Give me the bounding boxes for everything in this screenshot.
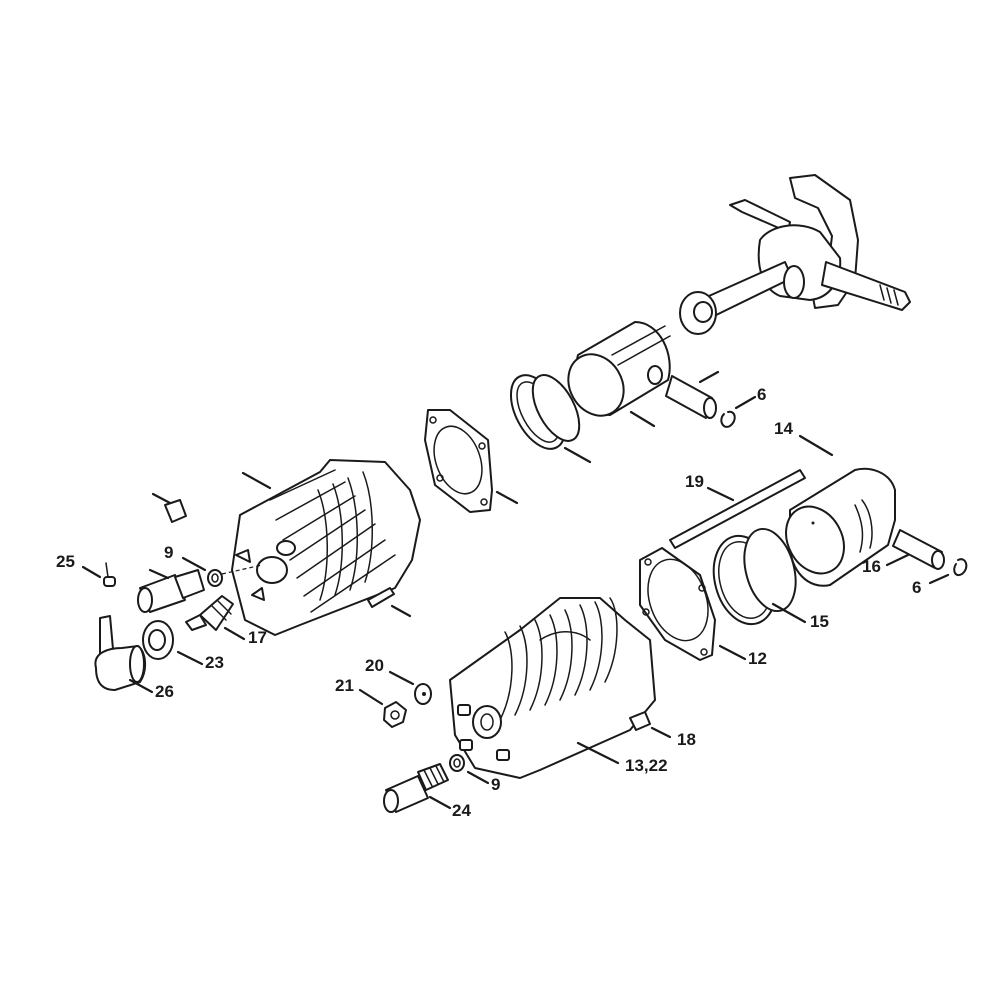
upper-cylinder-gasket [424, 409, 519, 513]
spark-plug-lower: 24 [383, 763, 471, 820]
callout-20: 20 [365, 656, 384, 675]
sleeve-grommet: 23 [142, 620, 224, 672]
callout-23: 23 [205, 653, 224, 672]
plug-cap-small [151, 492, 187, 523]
callout-15: 15 [810, 612, 829, 631]
upper-screw [367, 587, 412, 618]
callout-9-lower: 9 [491, 775, 500, 794]
sealing-ring-upper: 9 [164, 543, 223, 587]
spark-plug-upper [137, 568, 205, 613]
callout-18: 18 [677, 730, 696, 749]
nut: 21 [335, 676, 407, 728]
spark-plug: 17 [185, 595, 267, 647]
callout-21: 21 [335, 676, 354, 695]
cylinder: 13,22 [449, 597, 668, 779]
upper-piston [567, 321, 720, 428]
clip: 25 [56, 552, 116, 587]
callout-14: 14 [774, 419, 793, 438]
callout-25: 25 [56, 552, 75, 571]
spark-plug-boot: 26 [94, 615, 174, 701]
callout-6-lower: 6 [912, 578, 921, 597]
connecting-rod: 19 [669, 469, 806, 549]
upper-piston-rings [509, 374, 592, 464]
callout-16: 16 [862, 557, 881, 576]
callout-17: 24 [452, 801, 471, 820]
piston-pin-circlip-lower: 6 [912, 558, 968, 597]
callout-19: 19 [685, 472, 704, 491]
piston-pin: 16 [862, 529, 945, 576]
callout-13-22: 13,22 [625, 756, 668, 775]
crankshaft [679, 174, 911, 335]
callout-24: 17 [248, 628, 267, 647]
screw: 18 [629, 711, 696, 749]
callout-12: 12 [748, 649, 767, 668]
upper-piston-pin: 6 [665, 375, 766, 428]
upper-cylinder [221, 459, 421, 636]
washer: 20 [365, 656, 432, 705]
sealing-ring-lower: 9 [449, 754, 500, 794]
cylinder-gasket: 12 [639, 547, 767, 668]
callout-9-upper: 9 [164, 543, 173, 562]
piston-rings: 15 [712, 527, 829, 631]
callout-26: 26 [155, 682, 174, 701]
callout-6-upper: 6 [757, 385, 766, 404]
